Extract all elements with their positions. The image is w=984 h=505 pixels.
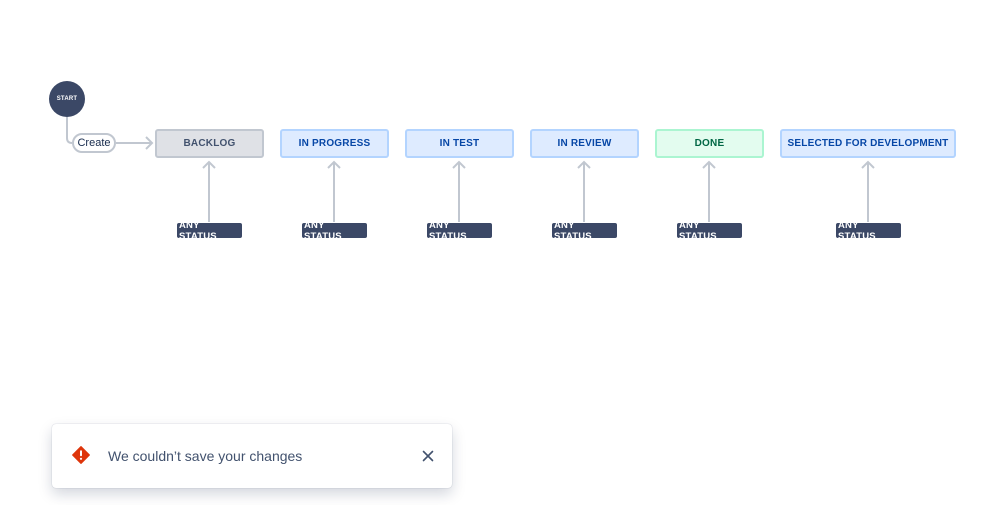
status-selected-for-development[interactable]: SELECTED FOR DEVELOPMENT bbox=[780, 129, 956, 158]
any-status-label[interactable]: ANY STATUS bbox=[177, 220, 242, 242]
status-backlog[interactable]: BACKLOG bbox=[155, 129, 264, 158]
any-status-label[interactable]: ANY STATUS bbox=[836, 220, 901, 242]
arrowhead bbox=[861, 160, 875, 169]
any-status-label[interactable]: ANY STATUS bbox=[427, 220, 492, 242]
any-status-label[interactable]: ANY STATUS bbox=[677, 220, 742, 242]
status-in-test[interactable]: IN TEST bbox=[405, 129, 514, 158]
close-icon[interactable] bbox=[418, 446, 438, 466]
error-icon bbox=[72, 446, 90, 464]
create-transition-arrowhead bbox=[145, 136, 154, 150]
start-node: START bbox=[49, 81, 85, 117]
status-done[interactable]: DONE bbox=[655, 129, 764, 158]
any-status-label[interactable]: ANY STATUS bbox=[302, 220, 367, 242]
create-transition[interactable]: Create bbox=[72, 133, 116, 153]
arrowhead bbox=[327, 160, 341, 169]
arrowhead bbox=[202, 160, 216, 169]
status-in-review[interactable]: IN REVIEW bbox=[530, 129, 639, 158]
start-connector bbox=[66, 117, 73, 144]
arrowhead bbox=[702, 160, 716, 169]
error-toast: We couldn’t save your changes bbox=[52, 424, 452, 488]
any-status-label[interactable]: ANY STATUS bbox=[552, 220, 617, 242]
arrowhead bbox=[452, 160, 466, 169]
status-in-progress[interactable]: IN PROGRESS bbox=[280, 129, 389, 158]
toast-message: We couldn’t save your changes bbox=[108, 448, 303, 464]
arrowhead bbox=[577, 160, 591, 169]
